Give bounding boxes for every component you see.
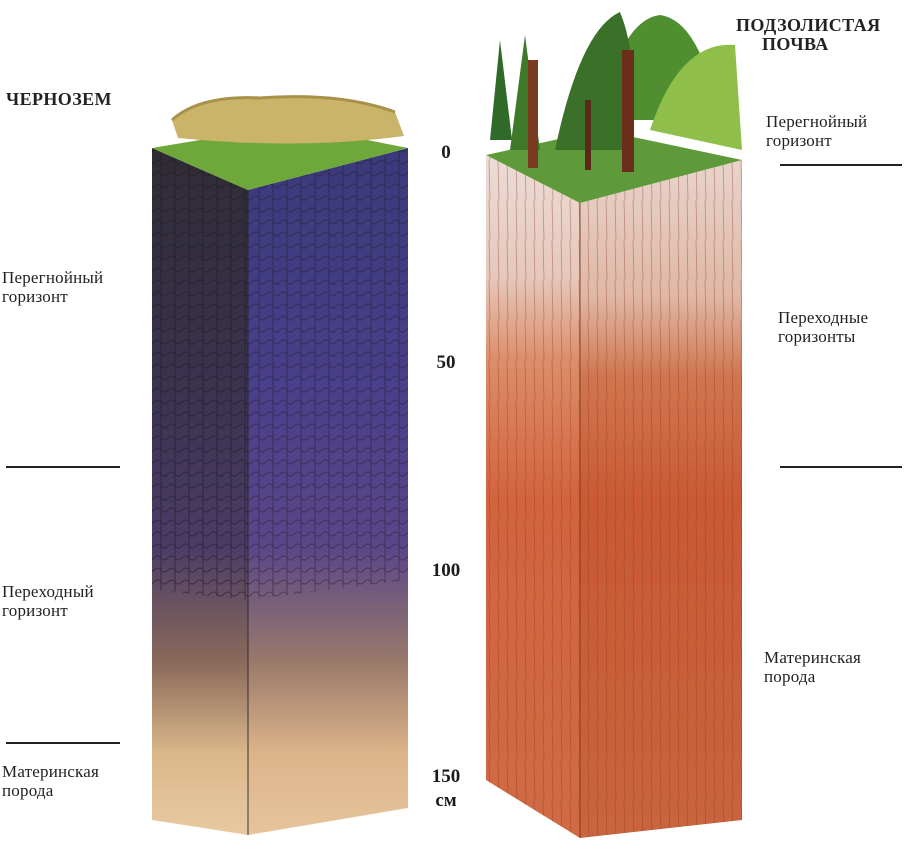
podzol-divider-1 (780, 164, 902, 166)
depth-unit: см (418, 790, 474, 812)
chernozem-divider-2 (6, 742, 120, 744)
depth-tick-0: 0 (418, 142, 474, 164)
chernozem-block (152, 97, 408, 835)
podzol-divider-2 (780, 466, 902, 468)
depth-tick-50: 50 (418, 352, 474, 374)
depth-tick-150: 150 (418, 766, 474, 788)
podzol-block (486, 12, 742, 838)
chernozem-divider-1 (6, 466, 120, 468)
depth-tick-100: 100 (418, 560, 474, 582)
chernozem-title: ЧЕРНОЗЕМ (6, 90, 112, 109)
